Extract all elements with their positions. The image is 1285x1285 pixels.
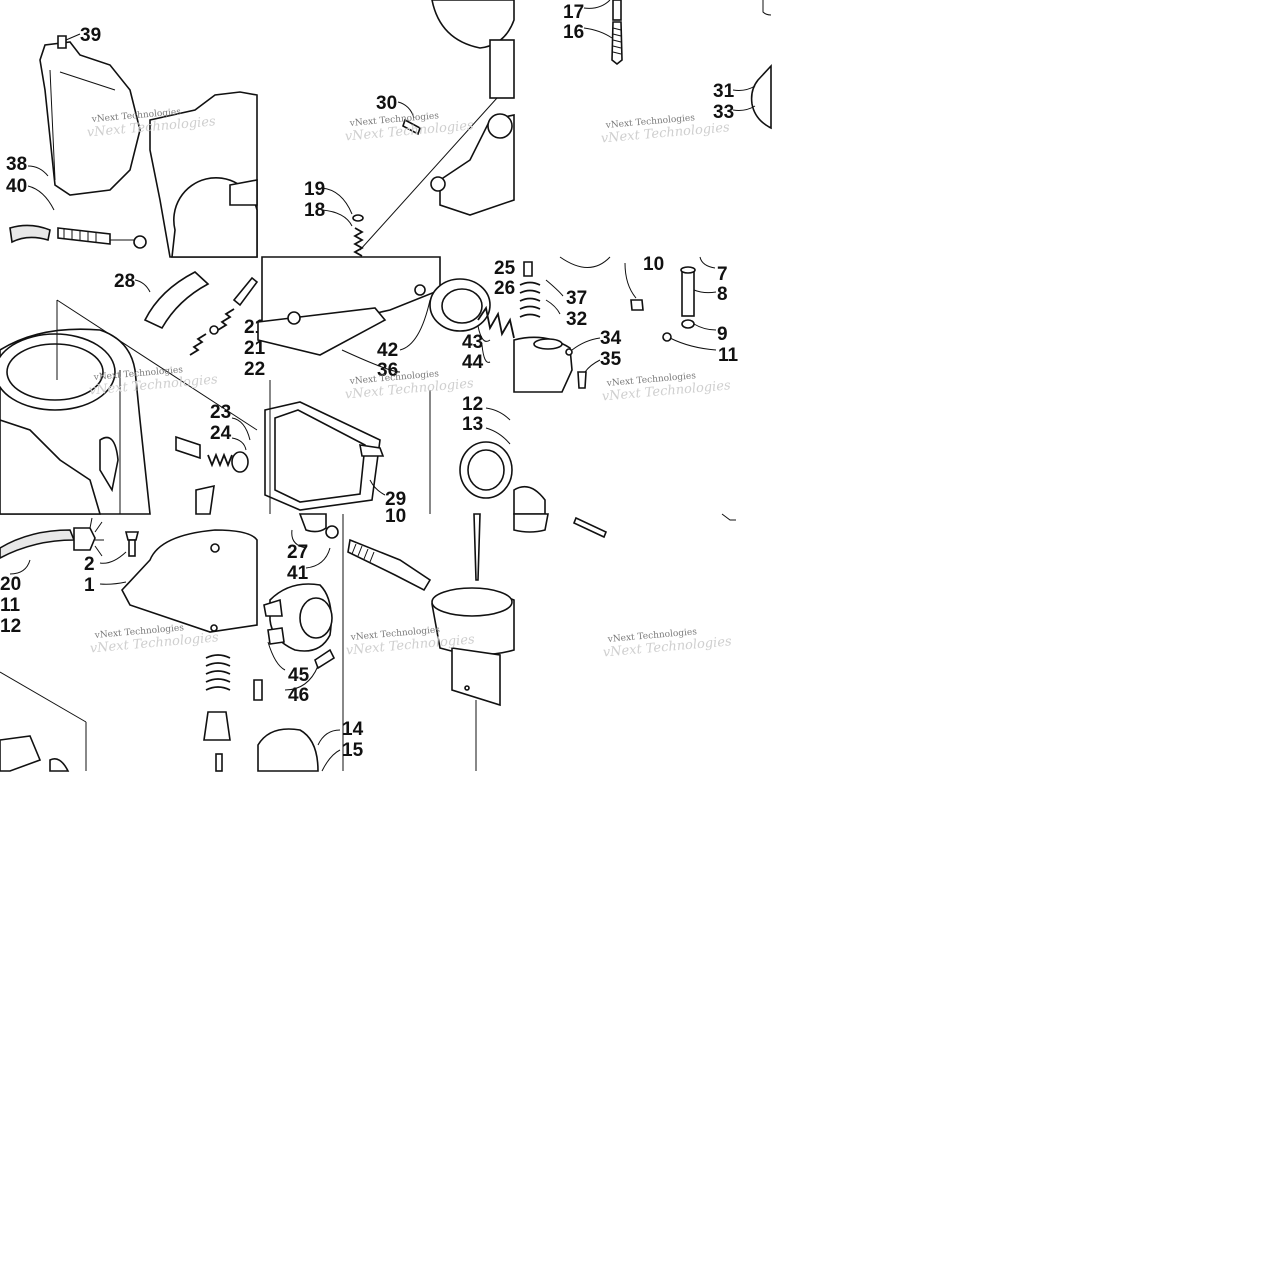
callout-15: 15 bbox=[342, 740, 364, 761]
tile-2-1: 28 21 21 22 23 24 bbox=[0, 271, 266, 515]
tile-2-2: 25 26 42 36 43 44 29 10 bbox=[257, 256, 516, 527]
tile-2-2-right: 12 13 bbox=[459, 394, 546, 515]
callout-29: 29 bbox=[385, 489, 406, 510]
callout-2: 2 bbox=[84, 554, 95, 575]
callout-32: 32 bbox=[566, 309, 587, 330]
callout-13: 13 bbox=[462, 414, 483, 435]
callout-45: 45 bbox=[288, 665, 310, 686]
callout-19: 19 bbox=[304, 179, 325, 200]
callout-14: 14 bbox=[342, 719, 364, 740]
callout-25: 25 bbox=[494, 258, 516, 279]
callout-1: 1 bbox=[84, 575, 95, 596]
callout-22: 22 bbox=[244, 359, 265, 380]
callout-34: 34 bbox=[600, 328, 622, 349]
callout-17: 17 bbox=[563, 2, 584, 23]
callout-26: 26 bbox=[494, 278, 515, 299]
callout-31: 31 bbox=[713, 81, 735, 102]
callout-33: 33 bbox=[713, 102, 734, 123]
callout-30: 30 bbox=[376, 93, 397, 114]
callout-7: 7 bbox=[717, 264, 728, 285]
callout-24: 24 bbox=[210, 423, 232, 444]
tile-1-1: 39 38 40 bbox=[6, 25, 258, 258]
tile-2-3: 10 7 8 9 11 37 32 34 35 bbox=[513, 254, 739, 393]
callout-8: 8 bbox=[717, 284, 728, 305]
callout-20: 20 bbox=[0, 574, 21, 595]
callout-42: 42 bbox=[377, 340, 398, 361]
callout-12-lower: 12 bbox=[0, 616, 21, 637]
tile-3-2: 27 41 45 46 14 15 bbox=[257, 513, 515, 772]
callout-46: 46 bbox=[288, 685, 309, 706]
callout-10-partial: 10 bbox=[385, 506, 406, 527]
callout-21: 21 bbox=[244, 338, 266, 359]
callout-12: 12 bbox=[462, 394, 483, 415]
callout-9: 9 bbox=[717, 324, 728, 345]
callout-27: 27 bbox=[287, 542, 308, 563]
tile-1-3: 17 16 31 33 bbox=[563, 0, 772, 130]
callout-41: 41 bbox=[287, 563, 309, 584]
callout-43: 43 bbox=[462, 332, 483, 353]
tile-1-2: 30 19 18 bbox=[304, 0, 515, 257]
callout-10: 10 bbox=[643, 254, 664, 275]
callout-11: 11 bbox=[718, 345, 739, 366]
callout-36: 36 bbox=[377, 360, 398, 381]
callout-39: 39 bbox=[80, 25, 101, 46]
tile-3-1: 20 11 12 2 1 bbox=[0, 517, 263, 772]
callout-35: 35 bbox=[600, 349, 622, 370]
callout-40: 40 bbox=[6, 176, 27, 197]
callout-16: 16 bbox=[563, 22, 584, 43]
callout-38: 38 bbox=[6, 154, 27, 175]
callout-28: 28 bbox=[114, 271, 135, 292]
tile-3-3 bbox=[513, 513, 736, 539]
callout-37: 37 bbox=[566, 288, 587, 309]
callout-18: 18 bbox=[304, 200, 325, 221]
callout-11-lower: 11 bbox=[0, 595, 21, 616]
callout-23: 23 bbox=[210, 402, 231, 423]
callout-44: 44 bbox=[462, 352, 484, 373]
